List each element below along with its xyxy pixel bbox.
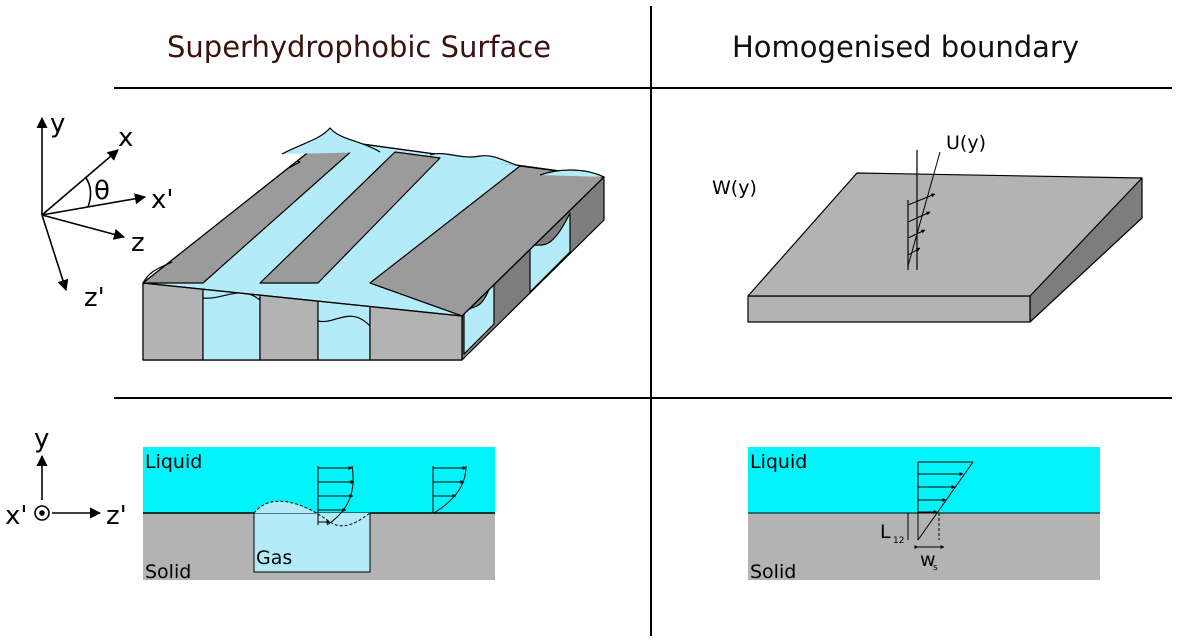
label-slip-velocity-sub: s <box>933 563 938 573</box>
theta-arc <box>85 177 92 208</box>
label-liquid-left: Liquid <box>145 451 202 473</box>
back-wave-3 <box>539 169 605 178</box>
plate-top <box>747 172 1143 297</box>
front-solid-seg-1 <box>142 282 204 361</box>
velocity-profile-solid <box>432 465 467 514</box>
top-stripe-3 <box>369 165 604 316</box>
velocity-profile-gas <box>317 465 355 526</box>
plate-front <box>747 295 1031 323</box>
profile-arrow-3 <box>907 211 931 223</box>
superhydrophobic-block <box>142 127 605 361</box>
liquid-region-left <box>143 447 495 513</box>
axis-x-prime-3d <box>41 193 147 216</box>
label-y-2d: y <box>34 424 49 454</box>
label-gas: Gas <box>256 547 292 569</box>
axis-z-3d <box>41 214 126 240</box>
profile-gas-curve <box>326 465 354 526</box>
gas-meniscus-fill <box>254 501 370 526</box>
profile-arrow-4 <box>907 193 936 206</box>
header-homogenised: Homogenised boundary <box>732 30 1079 64</box>
profile-shear-line <box>907 151 941 267</box>
label-z-prime-3d: z' <box>84 283 105 313</box>
axis-x-3d <box>41 149 119 216</box>
left-edge-wave <box>142 261 173 284</box>
axes-2d <box>34 454 102 521</box>
front-gas-interface-2 <box>317 315 371 327</box>
label-w-y: W(y) <box>712 177 757 199</box>
profile-solid-curve <box>433 465 467 514</box>
label-slip-length: L <box>880 521 891 543</box>
label-x-prime-2d: x' <box>5 501 28 531</box>
linear-profile <box>907 461 974 549</box>
profile-arrow-1 <box>907 247 921 256</box>
axis-x-prime-out-of-page <box>34 505 50 521</box>
label-solid-right: Solid <box>750 561 796 583</box>
label-x-3d: x <box>118 123 133 153</box>
top-stripe-2 <box>259 151 441 284</box>
axis-z-prime-3d <box>41 214 69 292</box>
label-solid-left: Solid <box>145 561 191 583</box>
back-wave-2 <box>429 153 521 167</box>
label-liquid-right: Liquid <box>750 451 807 473</box>
label-x-prime-3d: x' <box>151 185 174 215</box>
label-z-3d: z <box>131 228 145 258</box>
cross-section-left <box>143 447 495 580</box>
label-theta: θ <box>94 176 110 206</box>
header-superhydrophobic: Superhydrophobic Surface <box>167 30 552 64</box>
liquid-region-right <box>748 447 1100 513</box>
axis-x-prime-dot <box>39 510 45 516</box>
axes-3d <box>36 116 147 292</box>
label-slip-velocity: w <box>920 549 936 571</box>
label-u-y: U(y) <box>946 132 986 154</box>
front-gas-interface-1 <box>202 292 261 301</box>
homogenised-plate <box>747 150 1143 323</box>
profile-arrow-2 <box>907 229 926 239</box>
grid-lines <box>114 6 1172 636</box>
back-wave-1 <box>281 127 381 155</box>
label-z-prime-2d: z' <box>106 501 127 531</box>
label-slip-length-sub: 12 <box>893 536 904 546</box>
cross-section-right <box>748 447 1100 580</box>
label-y-3d: y <box>50 109 65 139</box>
